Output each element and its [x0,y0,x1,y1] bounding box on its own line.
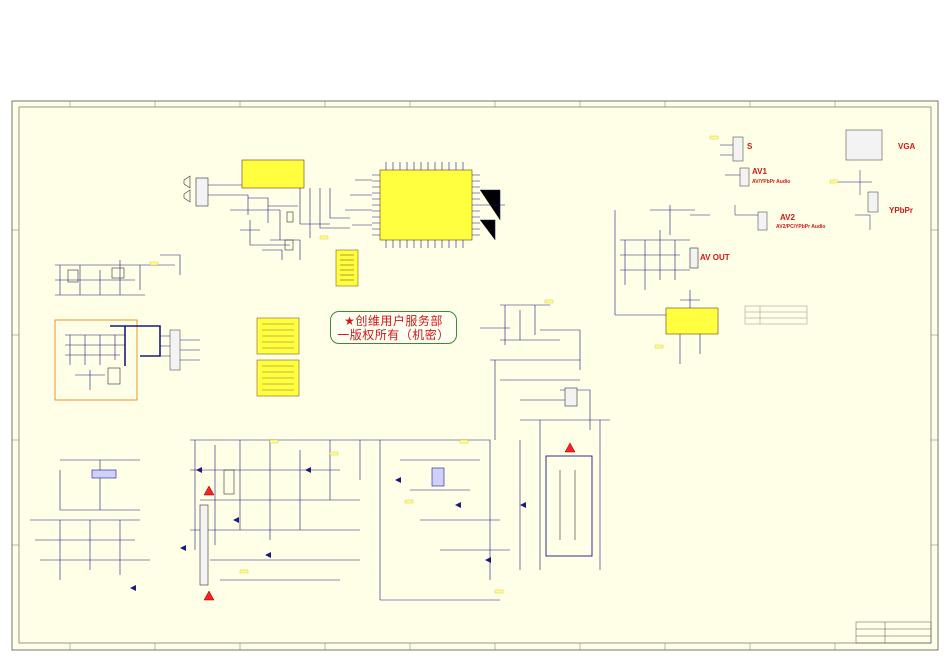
io-switch-block [614,205,719,364]
av2-label: AV2 [780,213,795,222]
orange-module [54,319,200,401]
outer-frame [11,100,939,651]
warning-symbols [203,442,576,601]
mid-right-circuit [480,304,591,440]
watermark-line-1: ★创维用户服务部 [344,314,443,328]
ic-label-stubs [340,254,354,281]
vga-label: VGA [898,142,916,151]
left-upper-circuit [55,254,181,296]
connector-cluster [720,129,883,231]
memory-chips [256,317,300,397]
copyright-watermark: ★创维用户服务部 一版权所有（机密） [330,311,457,344]
av1-label: AV1 [752,167,767,176]
io-table [744,305,808,325]
av-out-label: AV OUT [700,253,730,262]
audio-amp-block [183,159,350,260]
power-supply [30,419,610,601]
s-video-label: S [747,142,753,151]
main-soc [345,162,505,248]
av2-sublabel: AV2/PC/YPbPr Audio [776,224,826,230]
frame-ticks [12,101,938,650]
av1-sublabel: AV/YPbPr Audio [752,179,791,185]
pin-header-mid [335,249,359,287]
component-tags [149,135,839,594]
ypbpr-label: YPbPr [889,206,914,215]
inner-frame [18,106,932,644]
title-block [855,621,932,644]
watermark-line-2: 一版权所有（机密） [337,328,450,342]
